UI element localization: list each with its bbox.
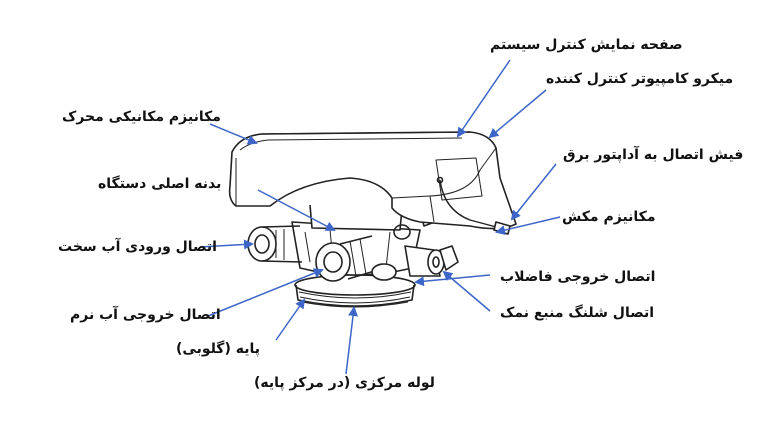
arrow-base <box>275 298 306 341</box>
label-suction-mechanism: مکانیزم مکش <box>562 209 656 225</box>
arrow-center-tube <box>345 306 359 375</box>
arrow-soft-water-outlet <box>207 268 324 317</box>
label-motor-mechanism: مکانیزم مکانیکی محرک <box>62 109 221 125</box>
label-brine-hose: اتصال شلنگ منبع نمک <box>500 305 655 321</box>
arrow-brine-hose <box>442 270 491 312</box>
label-hard-water-inlet: اتصال ورودی آب سخت <box>58 239 217 255</box>
label-microcomputer: میکرو کامپیوتر کنترل کننده <box>546 71 734 87</box>
arrow-motor-mechanism <box>209 123 258 145</box>
callout-arrows <box>199 59 561 375</box>
arrow-display-panel <box>456 59 511 138</box>
label-drain-outlet: اتصال خروجی فاضلاب <box>500 269 656 285</box>
arrow-power-plug <box>510 163 557 221</box>
valve-body-drawing <box>228 131 517 308</box>
arrow-main-body <box>257 189 336 231</box>
arrow-hard-water-inlet <box>199 239 254 250</box>
label-display-panel: صفحه نمایش کنترل سیستم <box>490 37 683 53</box>
base-ring <box>294 274 416 296</box>
label-power-plug: فیش اتصال به آداپتور برق <box>563 147 744 163</box>
arrow-suction-mechanism <box>495 216 561 236</box>
label-soft-water-outlet: اتصال خروجی آب نرم <box>70 307 221 323</box>
arrow-microcomputer <box>488 89 547 139</box>
label-center-tube: لوله مرکزی (در مرکز پایه) <box>254 375 435 391</box>
label-main-body: بدنه اصلی دستگاه <box>98 176 222 192</box>
label-base: پایه (گلوبی) <box>176 341 260 357</box>
